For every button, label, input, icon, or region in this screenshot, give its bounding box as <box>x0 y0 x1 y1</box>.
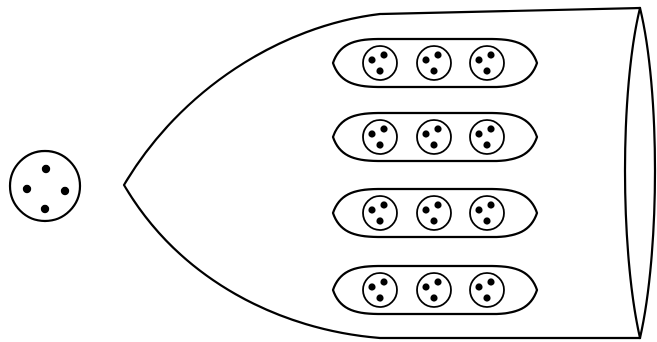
pod-unit-outline <box>470 196 504 230</box>
pod-unit-outline <box>363 120 397 154</box>
pod-unit-dot <box>430 217 437 224</box>
pod-unit-dot <box>483 67 490 74</box>
lone-particle-dot <box>61 187 69 195</box>
pod-unit-dot <box>422 56 429 63</box>
pod-unit-dot <box>368 130 375 137</box>
pod-unit-outline <box>417 120 451 154</box>
pod-unit-dot <box>380 201 387 208</box>
pod-unit-outline <box>470 46 504 80</box>
pod-unit <box>363 273 397 307</box>
pod-unit-dot <box>368 283 375 290</box>
pod-unit-dot <box>434 201 441 208</box>
pod-unit-dot <box>422 206 429 213</box>
pod-unit-dot <box>487 125 494 132</box>
pod-unit <box>470 46 504 80</box>
pod-unit-outline <box>470 273 504 307</box>
pod-unit-dot <box>487 201 494 208</box>
pod-unit-dot <box>368 206 375 213</box>
pod-unit-dot <box>430 141 437 148</box>
pod-unit <box>363 46 397 80</box>
pod <box>333 113 537 161</box>
pod-unit-dot <box>434 125 441 132</box>
lone-particle <box>10 151 80 221</box>
pod-unit-dot <box>483 294 490 301</box>
pod-unit-dot <box>380 51 387 58</box>
pod-unit-dot <box>422 130 429 137</box>
pod-unit-dot <box>376 217 383 224</box>
pod <box>333 266 537 314</box>
pods-layer <box>333 39 537 314</box>
pod-unit-outline <box>363 196 397 230</box>
pod-unit <box>470 120 504 154</box>
pod-unit-dot <box>376 67 383 74</box>
pod-unit-dot <box>487 51 494 58</box>
pod-unit <box>363 196 397 230</box>
pod-unit-dot <box>487 278 494 285</box>
vessel <box>124 8 655 338</box>
lone-particle-dot <box>23 185 31 193</box>
lone-particle-dot <box>42 165 50 173</box>
pod <box>333 39 537 87</box>
pod-unit <box>417 273 451 307</box>
vessel-right-rim <box>625 8 640 338</box>
pod-unit-dot <box>380 125 387 132</box>
pod-unit <box>417 46 451 80</box>
pod-unit-dot <box>483 141 490 148</box>
pod-unit-outline <box>363 273 397 307</box>
pod-unit <box>470 273 504 307</box>
pod-unit-dot <box>376 294 383 301</box>
pod-unit-outline <box>470 120 504 154</box>
pod-unit-outline <box>417 46 451 80</box>
pod-unit-dot <box>422 283 429 290</box>
pod-unit-outline <box>363 46 397 80</box>
pod-unit-dot <box>376 141 383 148</box>
pod-unit <box>363 120 397 154</box>
pod-unit-dot <box>430 67 437 74</box>
pod-unit-dot <box>475 56 482 63</box>
pod-unit-dot <box>368 56 375 63</box>
pod-unit-dot <box>380 278 387 285</box>
pod-unit <box>417 196 451 230</box>
pod-unit-dot <box>483 217 490 224</box>
pod-unit-outline <box>417 273 451 307</box>
pod-unit-dot <box>434 278 441 285</box>
lone-particle-dot <box>41 205 49 213</box>
pod-unit-dot <box>430 294 437 301</box>
pod-unit-dot <box>475 206 482 213</box>
pod-unit-outline <box>417 196 451 230</box>
pod-unit-dot <box>475 130 482 137</box>
pod-unit <box>470 196 504 230</box>
pod-unit-dot <box>475 283 482 290</box>
vessel-right-rim <box>640 8 655 338</box>
pod <box>333 189 537 237</box>
pod-unit <box>417 120 451 154</box>
pod-unit-dot <box>434 51 441 58</box>
